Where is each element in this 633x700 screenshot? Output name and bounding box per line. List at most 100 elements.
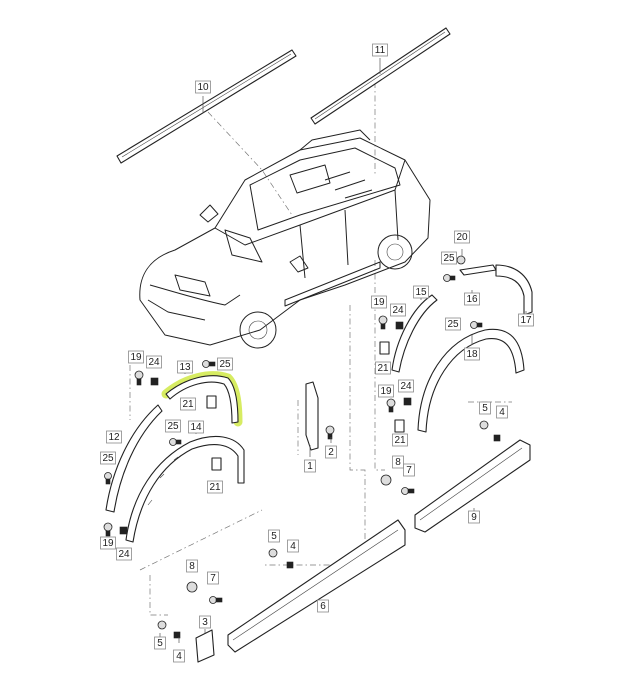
- clip-21-rear-upper[interactable]: [379, 341, 390, 355]
- callout-p4b[interactable]: 4: [287, 539, 299, 553]
- callout-p10[interactable]: 10: [195, 80, 211, 94]
- nut-24-front-upper[interactable]: [150, 377, 159, 386]
- callout-p13[interactable]: 13: [177, 360, 193, 374]
- callout-p4c[interactable]: 4: [496, 405, 508, 419]
- part-1-door-trim-strip[interactable]: [305, 381, 319, 451]
- callout-p17[interactable]: 17: [518, 313, 534, 327]
- callout-p7b[interactable]: 7: [403, 463, 415, 477]
- screw-25-rear-mid[interactable]: [470, 321, 483, 329]
- callout-p5a[interactable]: 5: [154, 636, 166, 650]
- callout-p21c[interactable]: 21: [375, 361, 391, 375]
- part-15-rear-wheel-arch-front[interactable]: [391, 294, 438, 373]
- callout-p25d[interactable]: 25: [441, 251, 457, 265]
- nut-24-rear-lower[interactable]: [403, 397, 412, 406]
- part-6-side-sill-trim[interactable]: [227, 519, 406, 653]
- callout-p25e[interactable]: 25: [445, 317, 461, 331]
- nut-24-rear-upper[interactable]: [395, 321, 404, 330]
- nut-24-front-lower[interactable]: [119, 526, 128, 535]
- nut-4-rear[interactable]: [493, 434, 501, 442]
- callout-p19c[interactable]: 19: [371, 295, 387, 309]
- callout-number: 25: [102, 453, 114, 464]
- screw-25-rear-top[interactable]: [443, 274, 456, 282]
- part-14-front-wheel-arch[interactable]: [125, 435, 245, 543]
- callout-number: 9: [471, 512, 477, 523]
- screw-19-front-upper[interactable]: [134, 370, 144, 386]
- screw-25-front-left[interactable]: [104, 472, 112, 485]
- clip-8-front[interactable]: [186, 581, 198, 593]
- callout-box: [317, 599, 329, 613]
- part-17-rear-wheel-arch-extension[interactable]: [495, 264, 533, 316]
- screw-5-sill[interactable]: [268, 548, 278, 558]
- part-12-front-wheel-arch-trim[interactable]: [105, 404, 163, 513]
- callout-p2[interactable]: 2: [325, 445, 337, 459]
- screw-25-front-mid[interactable]: [169, 438, 182, 446]
- callout-p21a[interactable]: 21: [180, 397, 196, 411]
- callout-p25b[interactable]: 25: [165, 419, 181, 433]
- screw-5-front[interactable]: [157, 620, 167, 630]
- callout-p21d[interactable]: 21: [392, 433, 408, 447]
- clip-8-rear[interactable]: [380, 474, 392, 486]
- callout-p8b[interactable]: 8: [392, 455, 404, 469]
- callout-p1[interactable]: 1: [304, 459, 316, 473]
- part-13-wheel-arch-extension[interactable]: [161, 371, 243, 427]
- part-10-roof-moulding-left[interactable]: [116, 49, 297, 164]
- callout-p9[interactable]: 9: [468, 510, 480, 524]
- screw-19-rear-upper[interactable]: [378, 315, 388, 330]
- callout-box: [454, 230, 470, 244]
- callout-p7a[interactable]: 7: [207, 571, 219, 585]
- callout-p19b[interactable]: 19: [100, 536, 116, 550]
- callout-p4a[interactable]: 4: [173, 649, 185, 663]
- callout-box: [268, 529, 280, 543]
- callout-p24c[interactable]: 24: [390, 303, 406, 317]
- callout-p16[interactable]: 16: [464, 292, 480, 306]
- nut-4-sill[interactable]: [286, 561, 294, 569]
- fasteners: [103, 255, 501, 639]
- callout-number: 8: [395, 457, 401, 468]
- callout-p5b[interactable]: 5: [268, 529, 280, 543]
- callout-box: [464, 347, 480, 361]
- callout-box: [217, 357, 233, 371]
- callout-p24b[interactable]: 24: [116, 547, 132, 561]
- callout-p24a[interactable]: 24: [146, 355, 162, 369]
- callout-p20[interactable]: 20: [454, 230, 470, 244]
- callout-p25a[interactable]: 25: [217, 357, 233, 371]
- clip-21-front-lower[interactable]: [211, 457, 222, 471]
- callout-box: [116, 547, 132, 561]
- clip-21-rear-lower[interactable]: [394, 419, 405, 433]
- screw-7-front[interactable]: [209, 596, 223, 604]
- callout-box: [413, 285, 429, 299]
- part-18-rear-wheel-arch[interactable]: [417, 328, 525, 433]
- nut-4-front[interactable]: [173, 631, 181, 639]
- screw-2-door[interactable]: [325, 425, 335, 440]
- clip-21-front-upper[interactable]: [206, 395, 217, 409]
- callout-p15[interactable]: 15: [413, 285, 429, 299]
- callout-box: [188, 420, 204, 434]
- screw-7-rear[interactable]: [401, 487, 415, 495]
- callout-p24d[interactable]: 24: [398, 379, 414, 393]
- callout-p11[interactable]: 11: [372, 43, 388, 57]
- callout-p19d[interactable]: 19: [378, 384, 394, 398]
- callout-p18[interactable]: 18: [464, 347, 480, 361]
- callout-p21b[interactable]: 21: [207, 480, 223, 494]
- part-11-roof-moulding-right[interactable]: [310, 27, 451, 125]
- callout-p14[interactable]: 14: [188, 420, 204, 434]
- screw-19-front-lower[interactable]: [103, 522, 113, 537]
- callout-p25c[interactable]: 25: [100, 451, 116, 465]
- callout-number: 2: [328, 447, 334, 458]
- part-9-door-trim-rear[interactable]: [414, 439, 531, 533]
- screw-25-front-top[interactable]: [202, 360, 216, 368]
- callout-p12[interactable]: 12: [106, 430, 122, 444]
- callout-box: [375, 361, 391, 375]
- callout-p19a[interactable]: 19: [128, 350, 144, 364]
- part-3-end-cap[interactable]: [195, 629, 215, 663]
- nut-20-rear[interactable]: [456, 255, 466, 265]
- screw-19-rear-lower[interactable]: [386, 398, 396, 413]
- callout-p5c[interactable]: 5: [479, 401, 491, 415]
- callout-p8a[interactable]: 8: [186, 559, 198, 573]
- callout-p3[interactable]: 3: [199, 615, 211, 629]
- callout-p6[interactable]: 6: [317, 599, 329, 613]
- callout-box: [186, 559, 198, 573]
- part-16-rear-wheel-arch-upper[interactable]: [459, 264, 497, 276]
- screw-5-rear[interactable]: [479, 420, 489, 430]
- callout-number: 25: [167, 421, 179, 432]
